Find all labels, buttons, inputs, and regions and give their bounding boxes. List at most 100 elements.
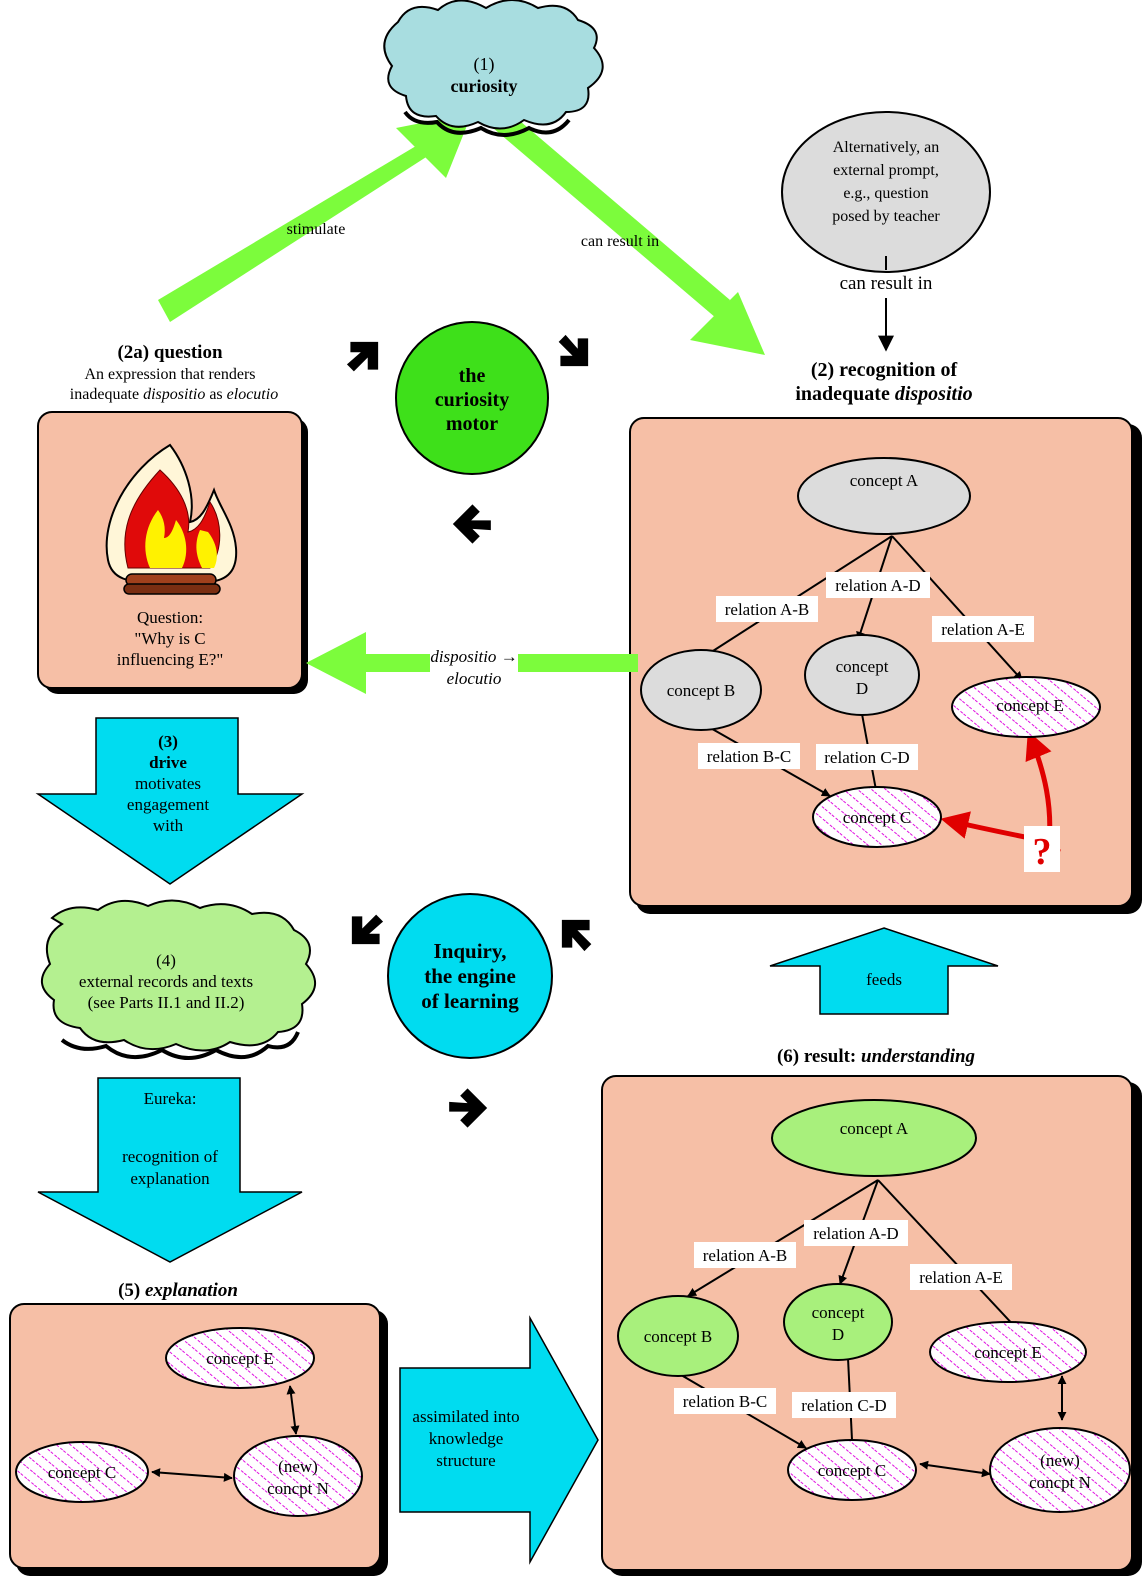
g3-concept-n-2: concpt N bbox=[1029, 1473, 1091, 1492]
motor-line-1: the bbox=[459, 365, 486, 387]
g3-rel-bc: relation B-C bbox=[683, 1392, 768, 1411]
curiosity-num: (1) bbox=[474, 54, 495, 75]
disp-label-1: dispositio → bbox=[430, 647, 517, 666]
assimilated-line-1: assimilated into bbox=[412, 1407, 519, 1426]
g1-concept-a: concept A bbox=[850, 471, 919, 490]
g1-rel-bc: relation B-C bbox=[707, 747, 792, 766]
drive-title: drive bbox=[149, 753, 187, 772]
g1-concept-e-node bbox=[951, 676, 1101, 738]
curiosity-motor-circle bbox=[395, 321, 549, 475]
g1-concept-b-node bbox=[640, 649, 762, 731]
can-result-in-arrow bbox=[486, 104, 765, 355]
drive-line-1: motivates bbox=[135, 774, 201, 793]
g3-concept-n-1: (new) bbox=[1040, 1451, 1080, 1470]
g1-rel-ad: relation A-D bbox=[835, 576, 920, 595]
eureka-line-1: Eureka: bbox=[144, 1089, 197, 1108]
drive-line-3: with bbox=[153, 816, 184, 835]
can-result-in-label-1: can result in bbox=[581, 233, 659, 250]
g3-concept-n-node bbox=[989, 1427, 1131, 1513]
g3-concept-d-node bbox=[783, 1283, 893, 1361]
question-desc-1: An expression that renders bbox=[84, 366, 255, 383]
g3-relation-labels bbox=[674, 1220, 1012, 1418]
g1-concept-d-1: concept bbox=[836, 657, 889, 676]
fire-icon bbox=[105, 443, 238, 595]
cycle-arrow-left-icon bbox=[452, 503, 496, 547]
g1-concept-a-node bbox=[797, 457, 971, 535]
g3-concept-d-2: D bbox=[832, 1325, 844, 1344]
records-num: (4) bbox=[156, 951, 176, 970]
g3-concept-d-1: concept bbox=[812, 1303, 865, 1322]
inquiry-line-2: the engine bbox=[424, 964, 516, 988]
g3-concept-c: concept C bbox=[818, 1461, 886, 1480]
external-prompt-node bbox=[781, 111, 991, 273]
question-text-2: "Why is C bbox=[134, 629, 205, 648]
drive-line-2: engagement bbox=[127, 795, 209, 814]
result-title: (6) result: understanding bbox=[777, 1046, 975, 1067]
external-prompt-line-2: external prompt, bbox=[833, 162, 939, 179]
assimilated-line-3: structure bbox=[436, 1451, 495, 1470]
g1-rel-ae: relation A-E bbox=[941, 620, 1025, 639]
g3-rel-cd: relation C-D bbox=[801, 1396, 886, 1415]
eureka-line-2: recognition of bbox=[122, 1147, 218, 1166]
g2-concept-n-node bbox=[233, 1435, 363, 1517]
question-title: (2a) question bbox=[117, 342, 222, 363]
g1-concept-c: concept C bbox=[843, 808, 911, 827]
g3-concept-a: concept A bbox=[840, 1119, 909, 1138]
stimulate-arrow bbox=[158, 113, 472, 322]
question-text-1: Question: bbox=[137, 608, 203, 627]
drive-num: (3) bbox=[158, 732, 178, 751]
motor-line-3: motor bbox=[446, 413, 498, 435]
assimilated-arrow bbox=[399, 1315, 599, 1565]
records-cloud bbox=[41, 899, 316, 1060]
dispositio-elocutio-arrow bbox=[306, 632, 638, 694]
g3-concept-a-node bbox=[771, 1099, 977, 1177]
cycle-arrow-up-left-icon bbox=[561, 919, 592, 952]
g3-rel-ae: relation A-E bbox=[919, 1268, 1003, 1287]
motor-line-2: curiosity bbox=[435, 389, 509, 411]
g2-concept-e-node bbox=[165, 1327, 315, 1389]
g2-concept-c-node bbox=[15, 1441, 149, 1503]
external-prompt-line-3: e.g., question bbox=[843, 185, 928, 202]
external-prompt-line-1: Alternatively, an bbox=[833, 139, 939, 156]
question-text-3: influencing E?" bbox=[117, 650, 224, 669]
recognition-title-1: (2) recognition of bbox=[811, 359, 958, 381]
recognition-title-2: inadequate dispositio bbox=[795, 383, 972, 405]
eureka-line-3: explanation bbox=[130, 1169, 210, 1188]
curiosity-label: curiosity bbox=[451, 76, 518, 96]
drive-arrow bbox=[35, 717, 305, 885]
records-line-1: external records and texts bbox=[79, 972, 253, 991]
g1-relation-labels bbox=[698, 572, 1034, 770]
curiosity-cloud bbox=[383, 0, 604, 137]
question-mark-box bbox=[1024, 826, 1060, 872]
inquiry-circle bbox=[387, 893, 553, 1059]
stimulate-label: stimulate bbox=[287, 221, 346, 238]
g1-rel-ab: relation A-B bbox=[725, 600, 810, 619]
disp-label-2: elocutio bbox=[447, 669, 502, 688]
g3-concept-e: concept E bbox=[974, 1343, 1042, 1362]
g1-concept-c-node bbox=[812, 786, 942, 848]
g3-concept-b: concept B bbox=[644, 1327, 712, 1346]
explanation-title: (5) explanation bbox=[118, 1280, 238, 1301]
inquiry-line-3: of learning bbox=[421, 989, 519, 1013]
feeds-label: feeds bbox=[866, 970, 902, 989]
cycle-arrow-down-left-icon bbox=[351, 914, 384, 945]
cycle-arrow-up-right-icon bbox=[346, 341, 379, 372]
question-mark: ? bbox=[1033, 831, 1052, 873]
g1-rel-cd: relation C-D bbox=[824, 748, 909, 767]
g1-concept-b: concept B bbox=[667, 681, 735, 700]
g2-concept-n-1: (new) bbox=[278, 1457, 318, 1476]
records-line-2: (see Parts II.1 and II.2) bbox=[88, 993, 245, 1012]
g3-rel-ad: relation A-D bbox=[813, 1224, 898, 1243]
can-result-in-label-2: can result in bbox=[840, 273, 933, 294]
inquiry-line-1: Inquiry, bbox=[434, 939, 507, 963]
g1-concept-d-2: D bbox=[856, 679, 868, 698]
g2-concept-c: concept C bbox=[48, 1463, 116, 1482]
assimilated-line-2: knowledge bbox=[429, 1429, 504, 1448]
g1-concept-d-node bbox=[804, 634, 920, 716]
graph2-edges bbox=[151, 1385, 300, 1482]
question-desc-2: inadequate dispositio as elocutio bbox=[70, 386, 278, 403]
g2-concept-e: concept E bbox=[206, 1349, 274, 1368]
g1-concept-e: concept E bbox=[996, 696, 1064, 715]
g3-concept-c-node bbox=[787, 1439, 917, 1501]
